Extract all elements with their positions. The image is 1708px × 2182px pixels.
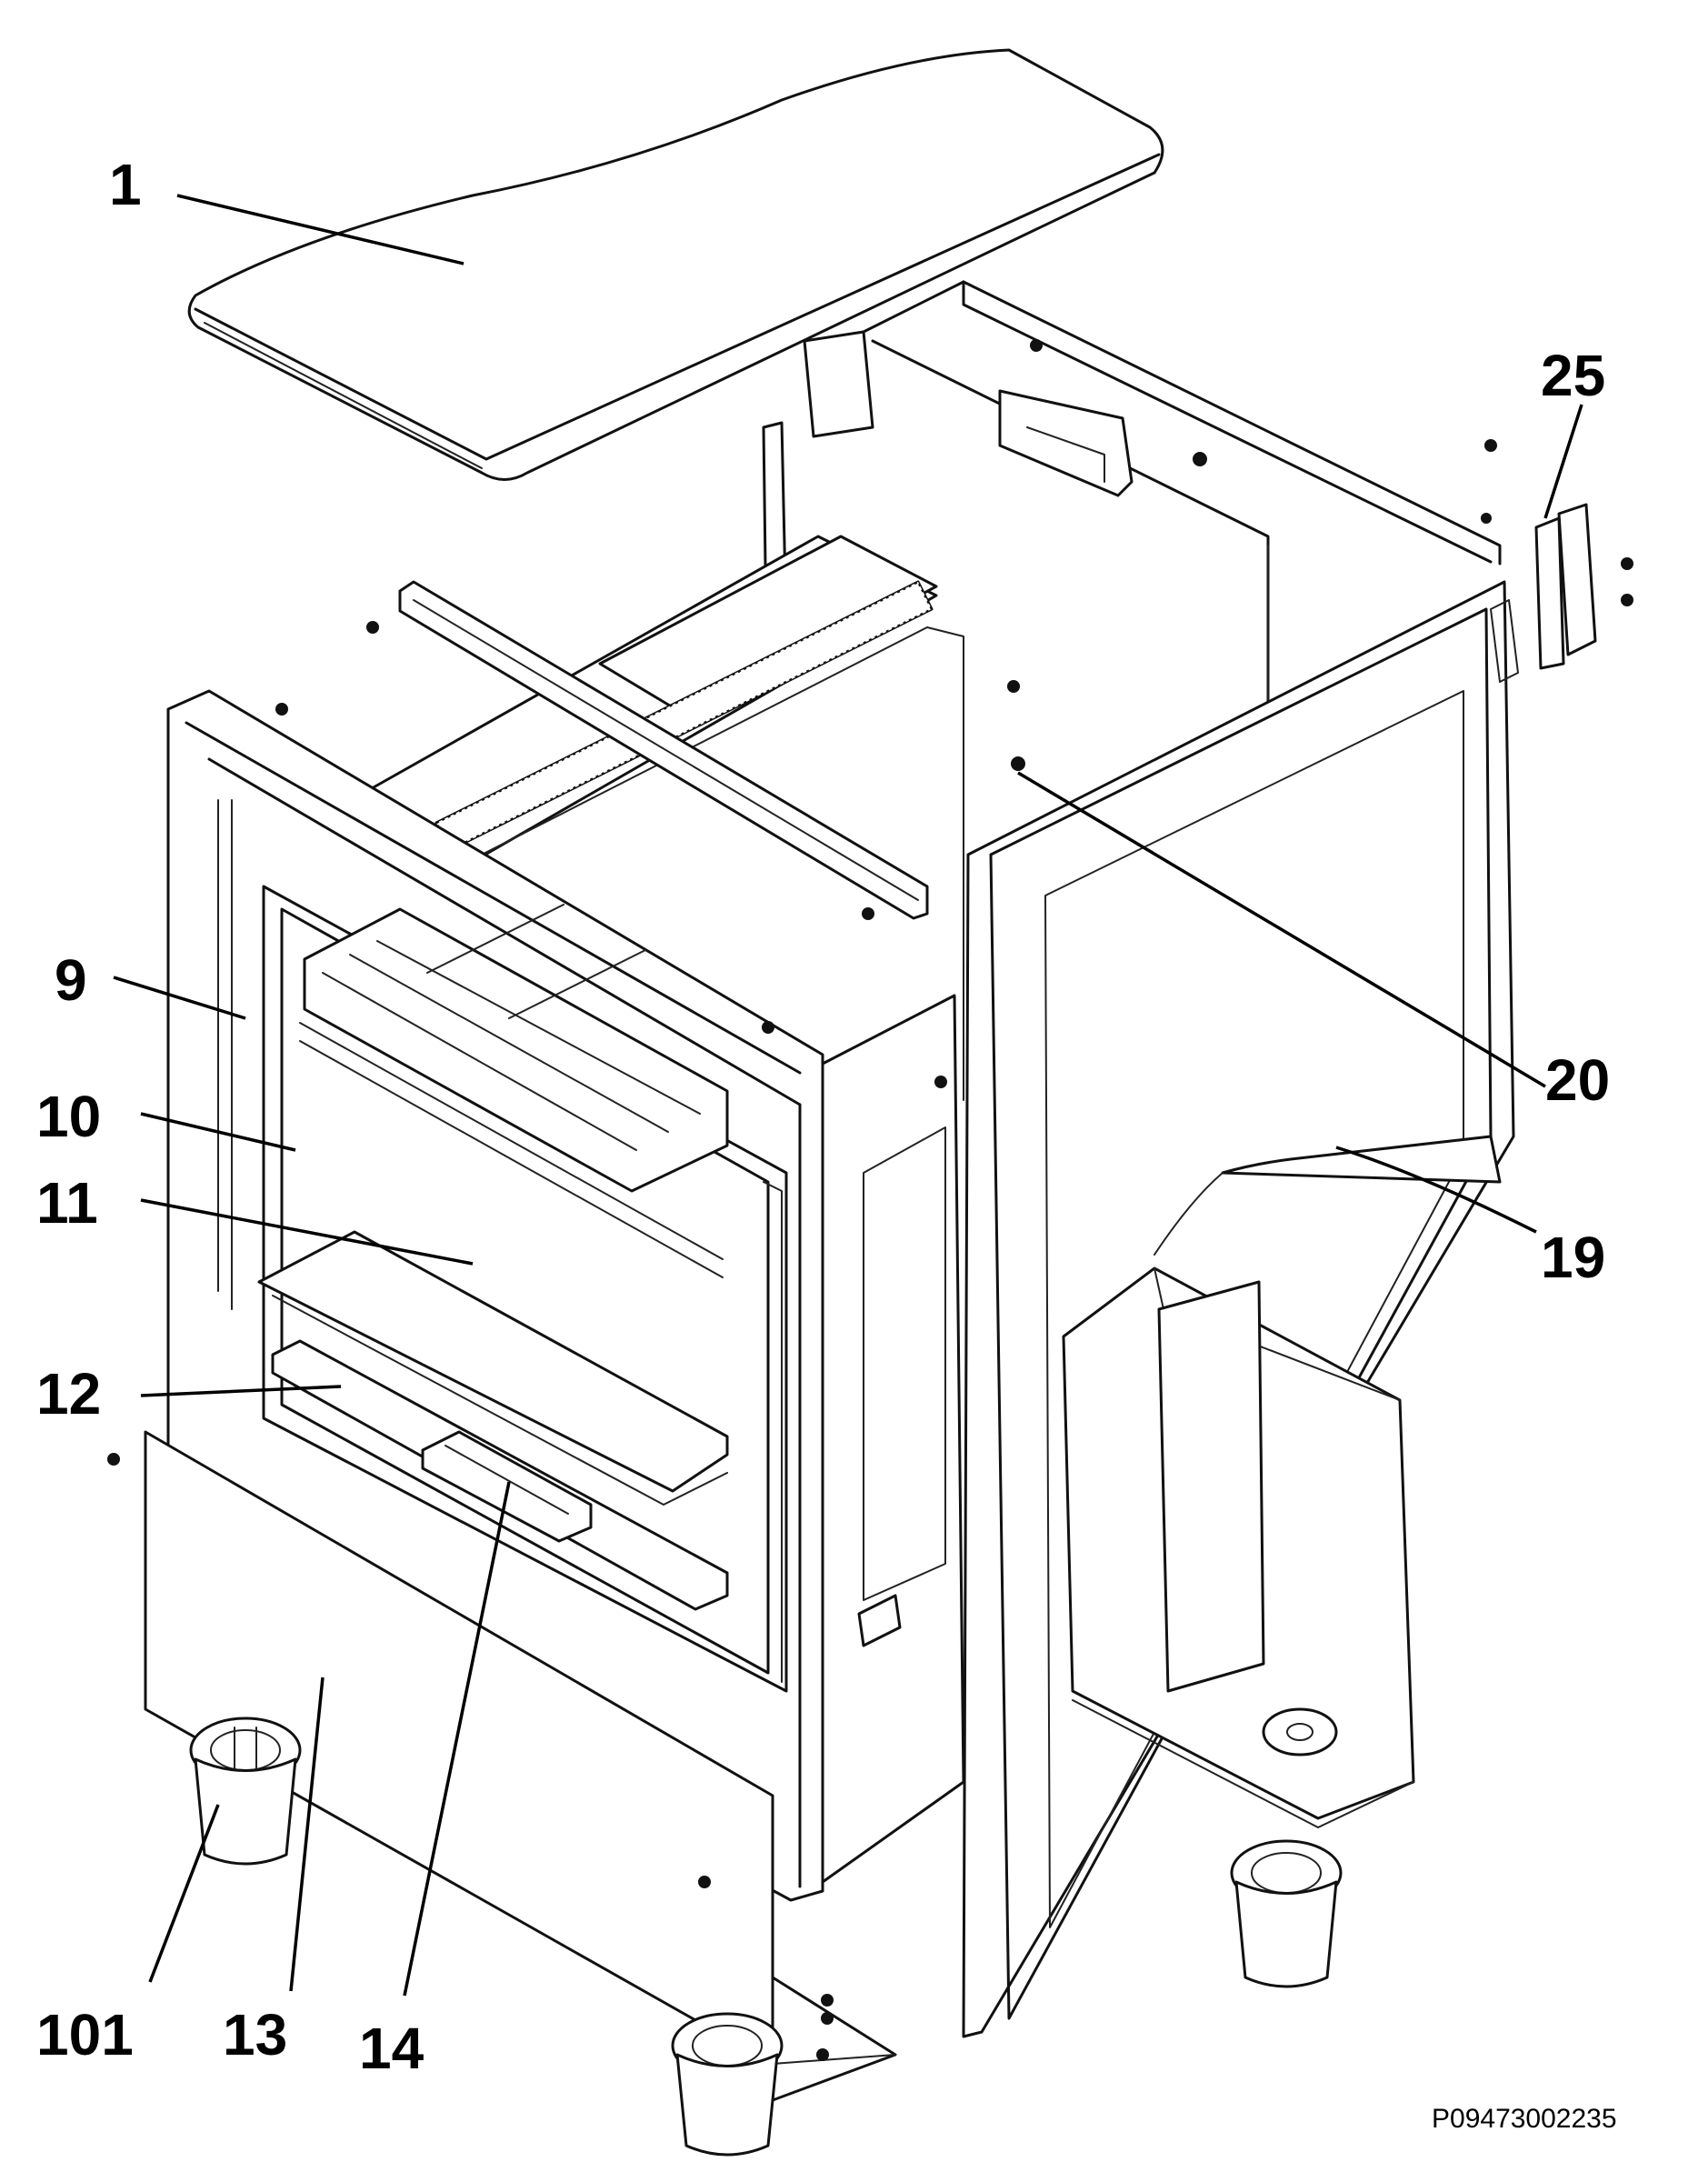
callout-10: 10 (36, 1084, 101, 1149)
leader-13 (289, 1677, 325, 1992)
callout-11: 11 (36, 1170, 98, 1236)
callout-25: 25 (1541, 343, 1605, 408)
callout-13: 13 (223, 2002, 287, 2067)
leader-9 (113, 976, 246, 1020)
wire-rack-middle (299, 1022, 724, 1278)
drawing-code: P09473002235 (1432, 2104, 1617, 2134)
leader-12 (140, 1385, 342, 1397)
callout-12: 12 (36, 1361, 101, 1426)
leader-14 (403, 1481, 511, 1997)
wire-rack-upper (303, 904, 729, 1193)
rear-frame (803, 280, 1502, 720)
callout-leaders (113, 194, 1583, 1997)
callout-1: 1 (109, 152, 142, 217)
baking-tray (257, 1230, 729, 1506)
leader-10 (140, 1112, 296, 1152)
inner-cavity (357, 535, 964, 1101)
leader-20 (1017, 771, 1546, 1088)
leader-19 (1335, 1146, 1537, 1234)
callout-14: 14 (359, 2016, 425, 2081)
adjustable-feet (189, 1717, 1343, 2157)
leader-25 (1543, 404, 1583, 519)
fan-motor-unit (1062, 1266, 1415, 1828)
callout-19: 19 (1541, 1225, 1605, 1290)
callout-20: 20 (1545, 1047, 1610, 1113)
angle-bracket (398, 580, 929, 920)
worktop-part (187, 48, 1164, 481)
callout-9: 9 (55, 947, 87, 1013)
leader-11 (140, 1198, 474, 1266)
callout-labels: 1 25 9 10 11 12 20 19 101 13 14 (36, 152, 1610, 2081)
callout-101: 101 (36, 2002, 134, 2067)
leader-101 (148, 1804, 220, 1983)
hinge-bracket (1490, 503, 1597, 683)
fastener-screws (107, 339, 1633, 2061)
leader-1 (176, 194, 464, 265)
